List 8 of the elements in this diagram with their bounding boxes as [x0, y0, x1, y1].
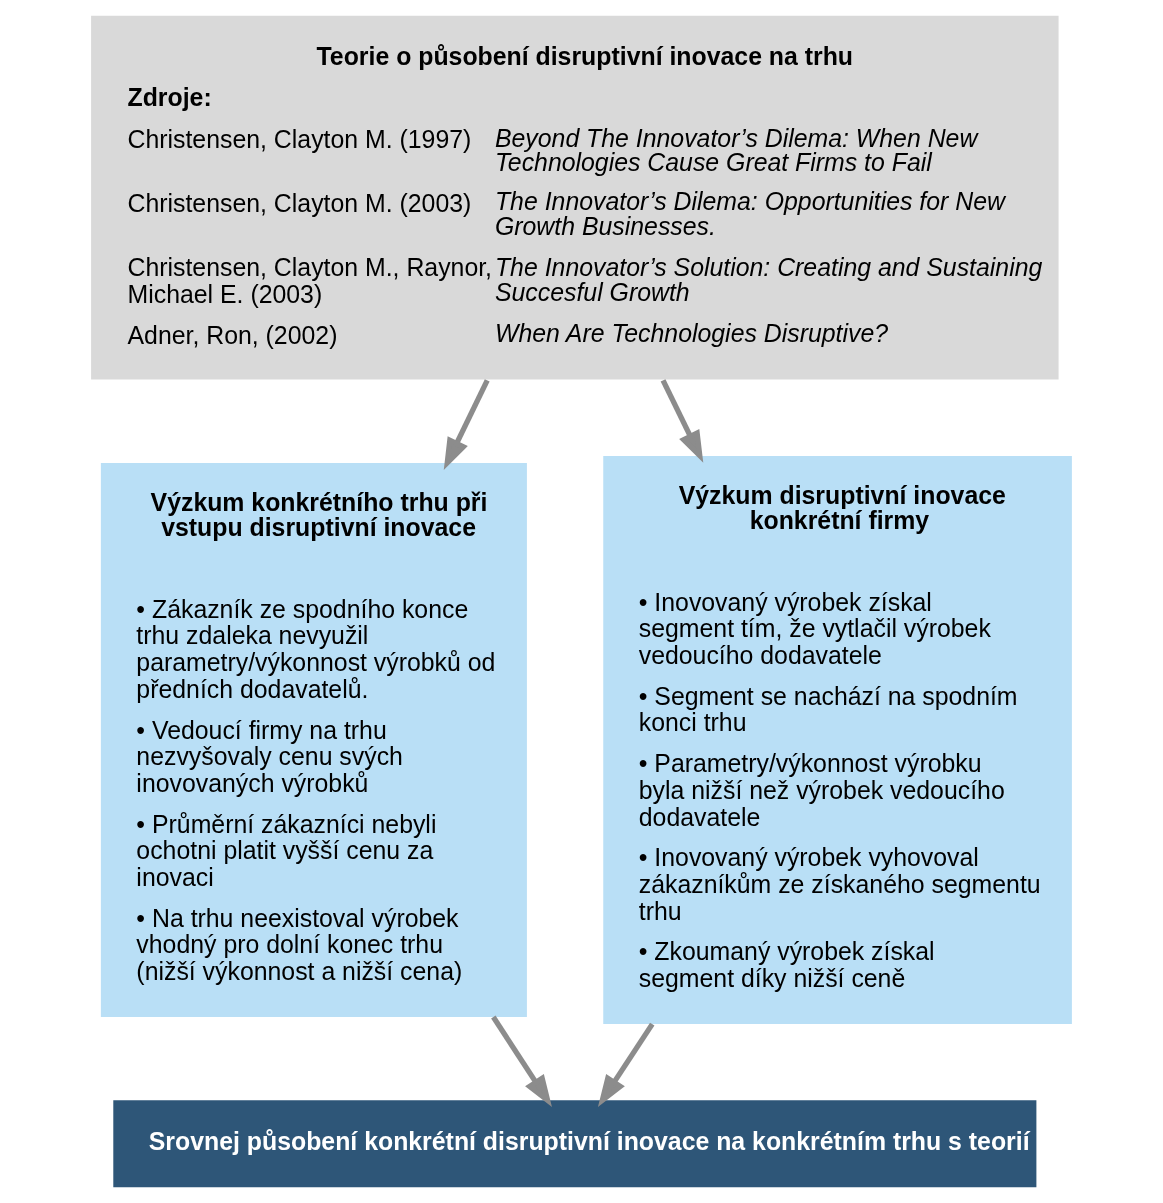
arrow [443, 379, 490, 471]
node-box: Výzkum konkrétního trhu při vstupu disruptivní inovace • Zákazník ze spodního konce trhu zdaleka nevyužil parametry/výkonnost výrobků od předních dodavatelů. • Vedoucí firmy na trhu nezvyšovaly cenu svých inovovaných výrobků • Průměrní zákazníci nebyli ochotni platit vyšší cenu za inovaci • Na trhu neexistoval výrobek vhodný pro dolní konec trhu (nižší výkonnost a nižší cena) [100, 463, 527, 1017]
arrow [491, 1015, 552, 1107]
arrow [597, 1022, 655, 1107]
node-box: Srovnej působení konkrétní disruptivní inovace na konkrétním trhu s teorií [113, 1100, 1037, 1188]
arrow [660, 379, 704, 463]
node-box: Výzkum disruptivní inovace konkrétní firmy • Inovovaný výrobek získal segment tím, že vytlačil výrobek vedoucího dodavatele • Segment se nachází na spodním konci trhu • Parametry/výkonnost výrobku byla nižší než výrobek vedoucího dodavatele • Inovovaný výrobek vyhovoval zákazníkům ze získaného segmentu trhu • Zkoumaný výrobek získal segment díky nižší ceně [603, 455, 1072, 1024]
node-box: Teorie o působení disruptivní inovace na trhu Zdroje: Christensen, Clayton M. (1997) Beyond The Innovator’s Dilema: When New Technologies Cause Great Firms to Fail Christensen, Clayton M. (2003) The Innovator’s Dilema: Opportunities for New Growth Businesses. Christensen, Clayton M., Raynor, Michael E. (2003) The Innovator’s Solution: Creating and Sustaining Succesful Growth Adner, Ron, (2002) When Are Technologies Disruptive? [91, 15, 1059, 380]
